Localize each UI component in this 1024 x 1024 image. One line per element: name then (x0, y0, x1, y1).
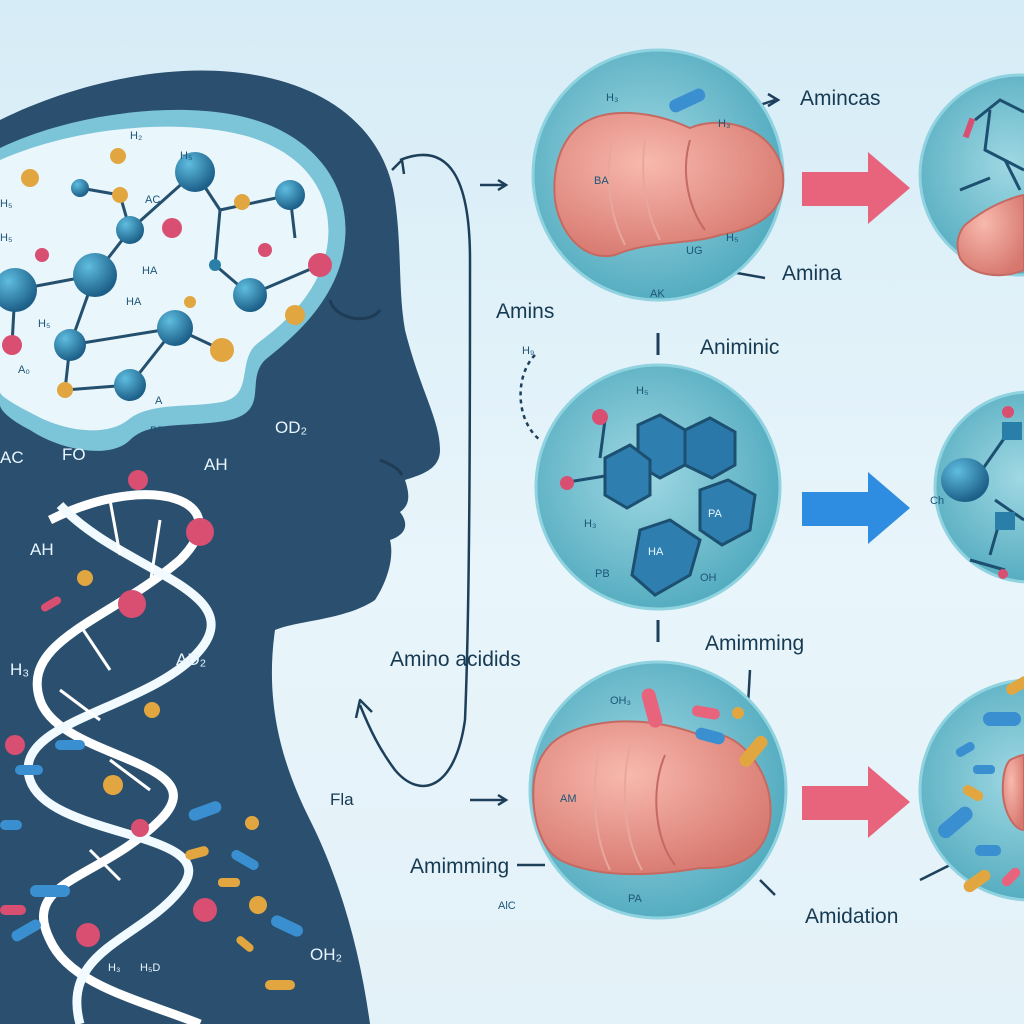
head-label-ad2: AD₂ (176, 650, 207, 669)
organ-top (553, 111, 785, 258)
process-arrow-mid (802, 472, 910, 544)
circle-label: H₃ (718, 118, 731, 130)
circle-label: OH₃ (610, 695, 631, 707)
label-amimming-low: Amimming (410, 855, 510, 878)
label-amimming-mid: Amimming (705, 632, 805, 655)
label-amino-acids: Amino acidids (390, 648, 521, 671)
organ-right-bottom (1001, 753, 1024, 832)
head-label-fo: FO (62, 445, 86, 464)
circle-label: AM (560, 793, 577, 805)
circle-label: PA (708, 508, 722, 520)
circle-label: H₉ (522, 345, 535, 357)
circle-label: OH (700, 572, 717, 584)
circle-label: PB (595, 568, 610, 580)
circle-label: UG (686, 245, 703, 257)
right-mid-molecule (941, 406, 1024, 579)
label-amins: Amins (496, 300, 555, 323)
label-animinic: Animinic (700, 336, 780, 359)
molecule-label: H₅ (180, 150, 193, 162)
circle-label: AK (650, 288, 665, 300)
process-arrow-bottom (802, 766, 910, 838)
head-label-ah: AH (204, 455, 228, 474)
organ-bottom (532, 720, 772, 876)
molecule-label: A (155, 395, 163, 407)
circle-label: Ch (930, 495, 945, 507)
molecule-label: AC (145, 194, 161, 206)
circle-label: BA (594, 175, 609, 187)
molecule-label: PB (150, 425, 165, 437)
circle-label: H₃ (606, 92, 619, 104)
process-arrow-top (802, 152, 910, 224)
head-label-ac: AC (0, 448, 24, 467)
circle-label: H₅ (636, 385, 649, 397)
label-fla: Fla (330, 790, 354, 809)
brain-atoms (0, 148, 332, 401)
molecule-label: A₀ (18, 364, 30, 376)
right-top-molecule (959, 98, 1024, 192)
label-amincas: Amincas (800, 87, 881, 110)
molecule-label: HA (142, 265, 158, 277)
right-bottom-pills (938, 676, 1024, 893)
neck-particles (0, 470, 303, 990)
molecule-label: HA (126, 296, 142, 308)
molecule-label: H₅ (0, 198, 13, 210)
circle-label: HA (648, 546, 664, 558)
hex-atoms (560, 409, 608, 490)
label-amidation: Amidation (805, 905, 899, 928)
head-label-h3: H₃ (10, 660, 30, 679)
circle-pills (641, 88, 768, 767)
circle-label: H₃ (584, 518, 597, 530)
head-label-ah2: AH (30, 540, 54, 559)
hex-molecule (567, 413, 757, 597)
head-label-h3b: H₃ (108, 962, 121, 974)
label-amina: Amina (782, 262, 842, 285)
circle-label: AlC (498, 900, 516, 912)
circle-label: H₅ (726, 232, 739, 244)
molecule-label: H₅ (0, 232, 13, 244)
head-label-od2: OD₂ (275, 418, 308, 437)
head-label-h5d: H₅D (140, 962, 161, 974)
molecule-label: H₅ (38, 318, 51, 330)
circle-label: PA (628, 893, 642, 905)
molecule-label: H₂ (130, 130, 143, 142)
organ-right-top (956, 193, 1024, 277)
head-label-oh2: OH₂ (310, 945, 343, 964)
